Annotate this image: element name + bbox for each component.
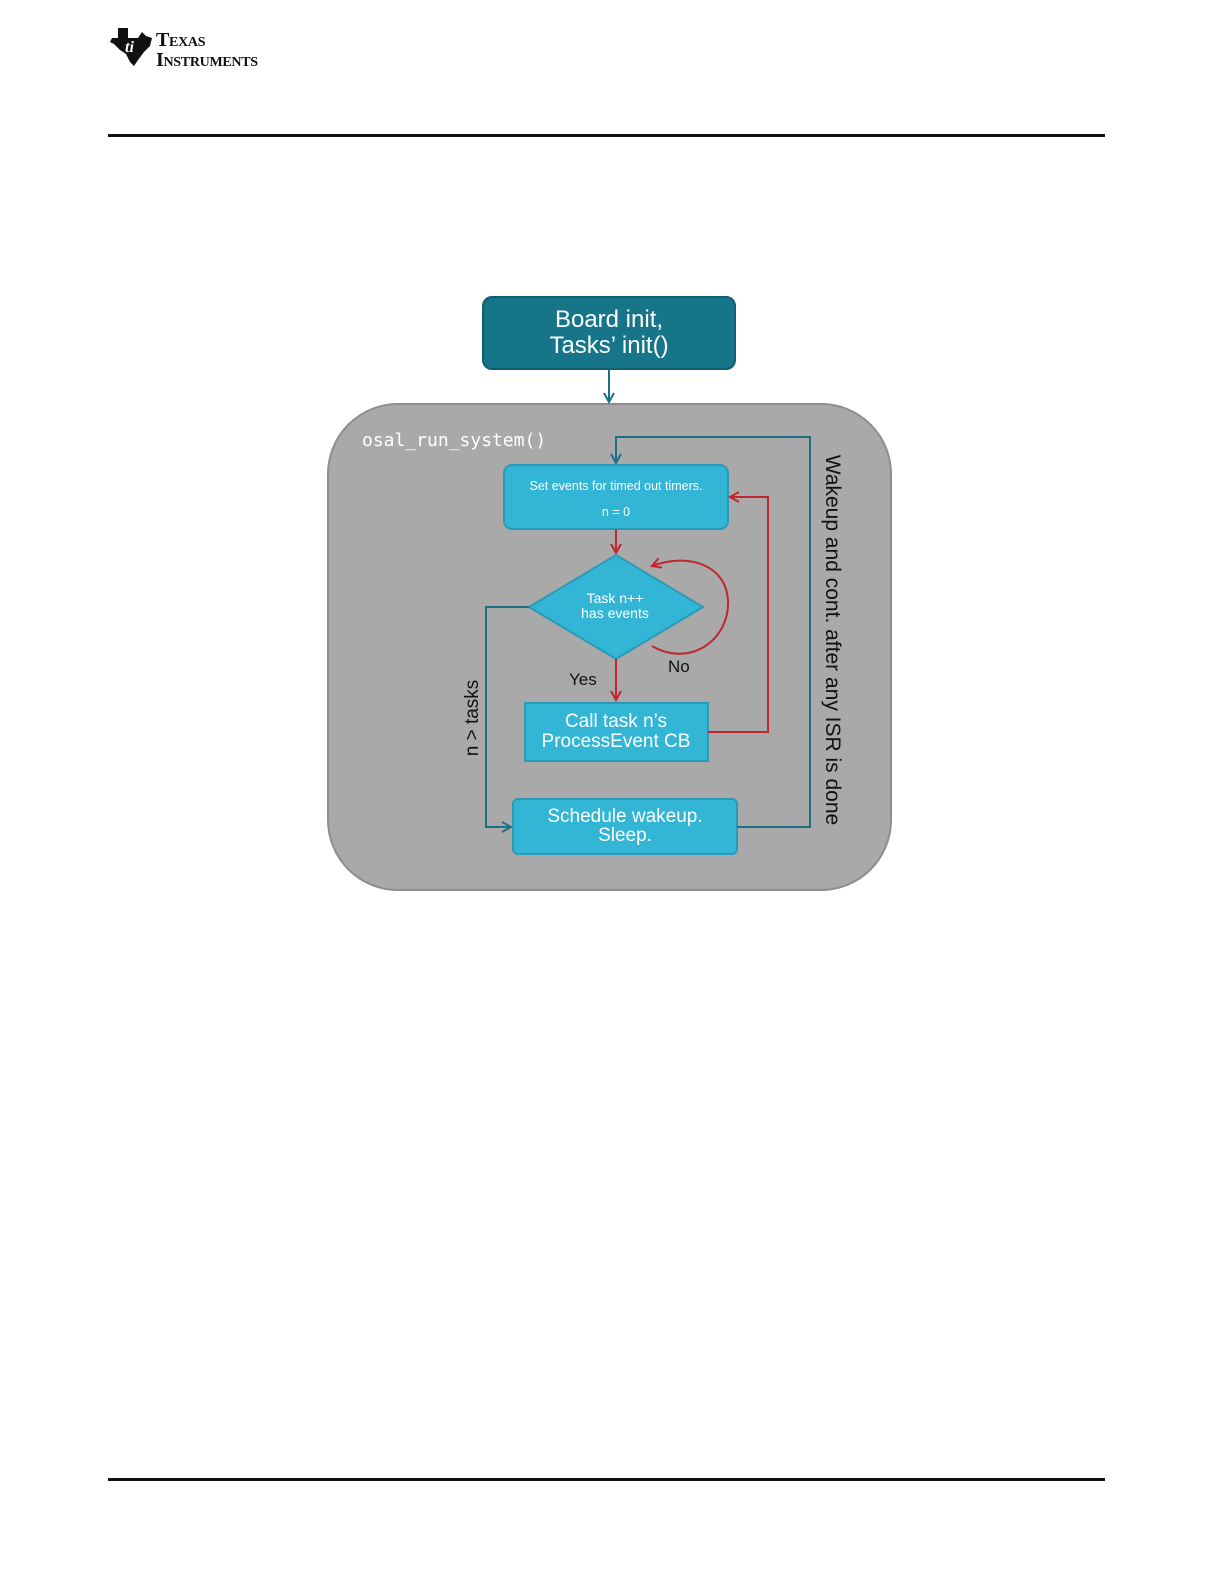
- init-box-line1: Board init,: [555, 306, 663, 333]
- decision-line2: has events: [581, 605, 649, 621]
- set-events-line2: n = 0: [602, 505, 630, 519]
- decision-line1: Task n++: [587, 590, 644, 606]
- init-box-line2: Tasks’ init(): [549, 332, 668, 359]
- left-loop-label: n > tasks: [462, 680, 483, 757]
- schedule-line1: Schedule wakeup.: [547, 806, 702, 827]
- container-label: osal_run_system(): [362, 430, 546, 451]
- yes-label: Yes: [569, 670, 597, 689]
- right-loop-label: Wakeup and cont. after any ISR is done: [821, 455, 844, 825]
- process-line2: ProcessEvent CB: [542, 731, 691, 752]
- no-label: No: [668, 657, 690, 676]
- set-events-line1: Set events for timed out timers.: [530, 479, 703, 493]
- footer-rule: [108, 1478, 1105, 1481]
- set-events-box: [504, 465, 728, 529]
- schedule-line2: Sleep.: [598, 825, 652, 846]
- process-line1: Call task n’s: [565, 711, 667, 732]
